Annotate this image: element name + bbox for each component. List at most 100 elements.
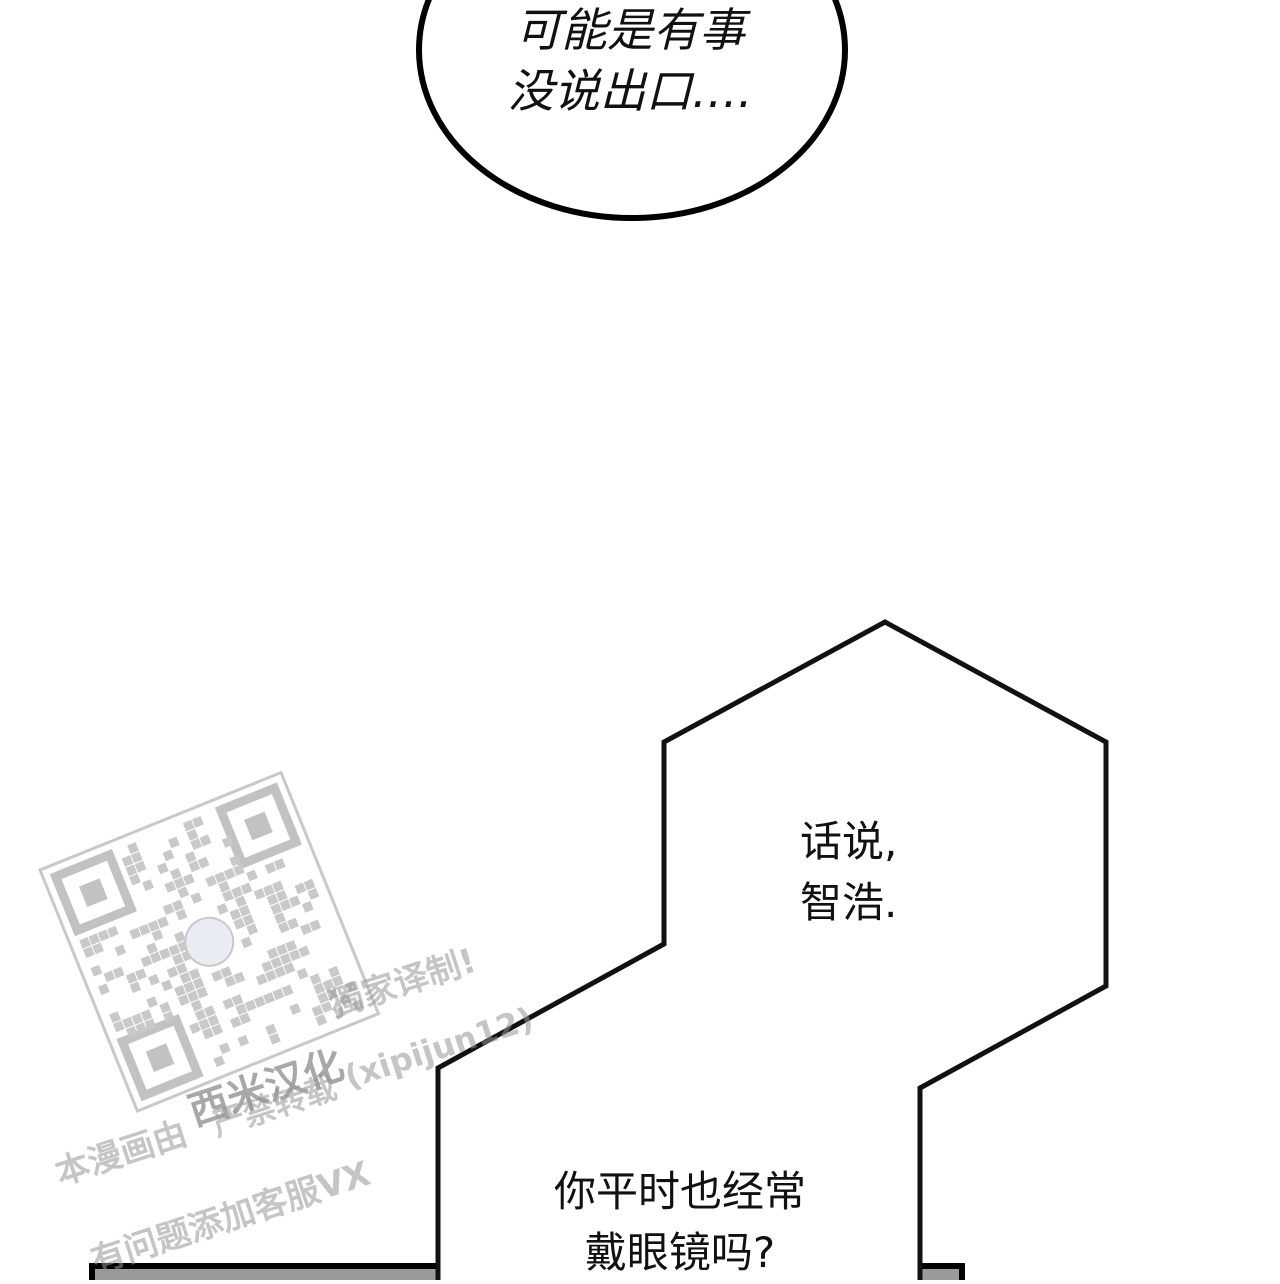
qr-module <box>313 982 326 995</box>
qr-module <box>317 991 329 1004</box>
qr-module <box>82 946 95 959</box>
qr-module <box>266 893 279 906</box>
qr-module <box>218 1042 231 1055</box>
qr-module <box>112 1020 125 1033</box>
qr-module <box>183 981 196 993</box>
qr-module <box>188 968 201 980</box>
qr-module <box>173 931 186 943</box>
qr-module <box>164 881 177 893</box>
qr-module <box>233 917 246 930</box>
qr-module <box>216 903 229 915</box>
qr-module <box>300 923 312 936</box>
qr-module <box>188 860 201 873</box>
qr-module <box>149 951 162 964</box>
qr-module <box>125 972 138 984</box>
qr-module <box>122 1016 134 1029</box>
qr-module <box>274 912 286 924</box>
qr-module <box>177 940 190 953</box>
qr-module <box>231 886 244 899</box>
qr-module <box>229 908 242 921</box>
qr-module <box>157 916 169 929</box>
qr-module <box>240 936 253 949</box>
qr-module <box>171 899 184 912</box>
qr-module <box>255 973 268 986</box>
qr-module <box>194 1009 207 1021</box>
qr-module <box>239 1012 251 1025</box>
qr-module <box>309 919 322 932</box>
qr-module <box>331 975 344 987</box>
qr-module <box>129 981 142 994</box>
qr-module <box>242 914 255 926</box>
qr-module <box>199 834 212 847</box>
qr-module <box>175 908 188 921</box>
qr-module <box>233 864 245 876</box>
round-speech-bubble <box>416 0 848 221</box>
qr-module <box>222 890 234 902</box>
qr-module <box>97 983 110 996</box>
qr-module <box>224 975 236 988</box>
qr-module <box>339 993 352 1006</box>
qr-module <box>140 1009 153 1021</box>
qr-module <box>192 977 205 990</box>
qr-module <box>146 996 159 1008</box>
qr-module <box>172 953 184 966</box>
qr-module <box>283 962 296 975</box>
qr-module <box>127 842 139 854</box>
qr-module <box>163 1011 175 1023</box>
qr-module <box>233 971 246 984</box>
qr-module <box>184 851 197 863</box>
qr-module <box>190 892 203 904</box>
qr-module <box>173 877 186 890</box>
qr-module <box>272 988 285 1001</box>
qr-module <box>220 966 233 978</box>
qr-module <box>288 895 301 908</box>
qr-module <box>168 836 180 849</box>
qr-module <box>183 873 195 886</box>
qr-module <box>196 986 209 999</box>
qr-module <box>131 1013 144 1025</box>
qr-module <box>238 904 251 917</box>
qr-module <box>253 888 266 900</box>
qr-module <box>275 889 288 902</box>
qr-module <box>182 819 195 832</box>
qr-module <box>97 929 110 942</box>
qr-module <box>265 1023 277 1036</box>
qr-module <box>213 1055 226 1068</box>
qr-module <box>125 864 138 877</box>
qr-module <box>205 875 218 888</box>
qr-module <box>279 899 292 911</box>
qr-module <box>129 873 141 886</box>
qr-module <box>294 882 307 895</box>
qr-module <box>192 815 204 828</box>
qr-module <box>218 880 231 893</box>
qr-module <box>270 902 283 915</box>
qr-module <box>166 966 179 979</box>
qr-module <box>315 1014 328 1026</box>
qr-module <box>289 949 301 962</box>
qr-module <box>303 878 316 891</box>
qr-module <box>246 923 259 936</box>
qr-module <box>281 984 294 997</box>
qr-module <box>235 1003 248 1016</box>
qr-module <box>129 927 142 940</box>
qr-module <box>125 1026 138 1038</box>
qr-module <box>253 995 266 1008</box>
qr-module <box>211 970 223 982</box>
qr-module <box>307 887 320 900</box>
qr-module <box>240 882 253 895</box>
qr-module <box>235 895 247 908</box>
qr-module <box>148 973 160 986</box>
qr-module <box>285 940 298 952</box>
hex-bubble-text-bottom: 你平时也经常 戴眼镜吗? <box>553 1167 806 1277</box>
qr-module <box>320 1001 333 1013</box>
qr-module <box>244 999 257 1012</box>
qr-module <box>296 967 309 980</box>
qr-module <box>168 944 181 956</box>
qr-module <box>264 862 277 874</box>
qr-module <box>135 968 147 981</box>
qr-module <box>146 942 158 955</box>
qr-module <box>79 937 91 949</box>
qr-module <box>272 880 284 893</box>
qr-module <box>162 849 175 862</box>
qr-module <box>109 1011 121 1023</box>
